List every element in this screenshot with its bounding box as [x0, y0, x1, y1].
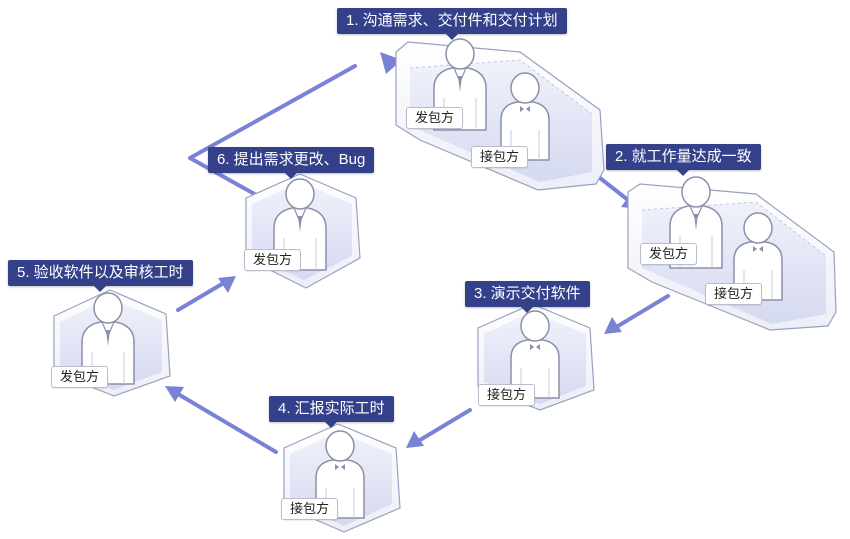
flow-arrows	[165, 52, 670, 454]
step-6-label: 6. 提出需求更改、Bug	[208, 147, 375, 179]
arrow-1-to-2	[598, 176, 630, 202]
arrow-4-to-5	[176, 392, 278, 454]
role-tag-client: 发包方	[244, 249, 302, 271]
role-tag-client: 发包方	[640, 243, 698, 265]
step-1-label: 1. 沟通需求、交付件和交付计划	[337, 8, 567, 40]
room-step-3	[477, 303, 595, 411]
step-4-label: 4. 汇报实际工时	[269, 396, 394, 428]
role-tag-contractor: 接包方	[705, 283, 763, 305]
arrow-6-to-1	[188, 64, 357, 198]
step-2-label: 2. 就工作量达成一致	[606, 144, 761, 176]
room-step-1	[395, 38, 605, 191]
step-3-label: 3. 演示交付软件	[465, 281, 590, 313]
role-tag-contractor: 接包方	[471, 146, 529, 168]
role-tag-contractor: 接包方	[478, 384, 536, 406]
role-tag-client: 发包方	[406, 107, 464, 129]
arrow-5-to-6	[176, 282, 224, 312]
role-tag-client: 发包方	[51, 366, 109, 388]
step-5-label: 5. 验收软件以及审核工时	[8, 260, 193, 292]
role-tag-contractor: 接包方	[281, 498, 339, 520]
arrow-head-3-to-4	[406, 431, 424, 448]
arrow-head-5-to-6	[218, 276, 236, 293]
arrow-2-to-3	[616, 294, 670, 328]
arrow-3-to-4	[418, 408, 472, 442]
arrow-head-6-to-1	[380, 52, 402, 74]
arrow-head-4-to-5	[165, 386, 184, 402]
room-step-2	[627, 176, 837, 331]
arrow-head-2-to-3	[604, 317, 622, 334]
